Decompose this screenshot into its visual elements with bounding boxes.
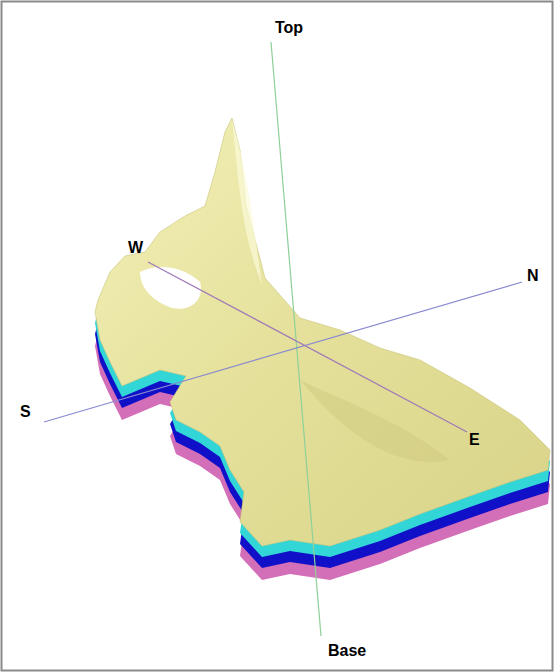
ridge-highlight: [232, 120, 262, 285]
shading: [300, 380, 450, 462]
axis-label: E: [469, 432, 480, 448]
axis-label: W: [128, 240, 143, 256]
s-n-axis: [44, 282, 522, 422]
w-e-axis: [148, 262, 467, 432]
axis-label: N: [527, 268, 539, 284]
axis-label: Base: [328, 643, 366, 659]
surface-hole: [140, 267, 201, 309]
top-base-axis: [271, 42, 321, 636]
axis-label: Top: [275, 20, 303, 36]
axis-label: S: [20, 404, 31, 420]
stratigraphic-layers: [95, 118, 550, 580]
layer-top-surface: [95, 118, 550, 546]
